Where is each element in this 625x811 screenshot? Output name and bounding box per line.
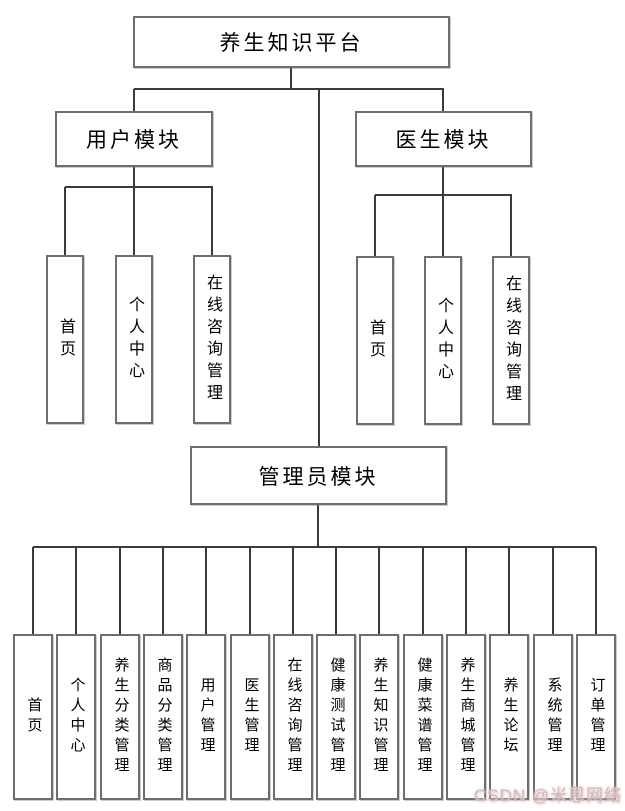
node-admin-user-mgmt: 用户管理 (186, 634, 226, 800)
connector-line (317, 505, 319, 547)
connector-line (292, 547, 294, 634)
connector-line (510, 195, 512, 256)
node-admin-system-mgmt: 系统管理 (533, 634, 573, 800)
node-admin-online-consult-mgmt: 在线咨询管理 (273, 634, 313, 800)
node-user-home: 首页 (46, 255, 84, 424)
connector-line (65, 186, 213, 188)
connector-line (335, 547, 337, 634)
connector-line (442, 195, 444, 256)
node-admin-product-category-mgmt: 商品分类管理 (143, 634, 183, 800)
connector-line (552, 547, 554, 634)
node-admin-forum: 养生论坛 (489, 634, 529, 800)
connector-line (162, 547, 164, 634)
node-doctor-module: 医生模块 (355, 111, 532, 167)
connector-line (133, 167, 135, 187)
connector-line (205, 547, 207, 634)
connector-line (422, 547, 424, 634)
connector-line (318, 89, 320, 446)
connector-line (32, 547, 34, 634)
node-user-module: 用户模块 (55, 111, 213, 167)
connector-line (64, 187, 66, 255)
node-user-personal-center: 个人中心 (115, 255, 153, 424)
connector-line (508, 547, 510, 634)
node-admin-health-category-mgmt: 养生分类管理 (100, 634, 140, 800)
node-doctor-home: 首页 (356, 256, 394, 425)
node-user-online-consult: 在线咨询管理 (193, 255, 231, 424)
csdn-watermark: CSDN @米恩网络 (473, 786, 622, 805)
node-admin-health-knowledge-mgmt: 养生知识管理 (359, 634, 399, 800)
node-platform-root: 养生知识平台 (133, 16, 450, 68)
node-admin-recipe-mgmt: 健康菜谱管理 (403, 634, 443, 800)
node-admin-module: 管理员模块 (190, 446, 447, 505)
connector-line (465, 547, 467, 634)
connector-line (119, 547, 121, 634)
connector-line (133, 187, 135, 255)
connector-line (378, 547, 380, 634)
node-doctor-online-consult: 在线咨询管理 (492, 256, 530, 425)
connector-line (134, 88, 444, 90)
connector-line (442, 167, 444, 195)
node-admin-mall-mgmt: 养生商城管理 (446, 634, 486, 800)
connector-line (211, 187, 213, 255)
connector-line (375, 194, 512, 196)
connector-line (249, 547, 251, 634)
connector-line (33, 546, 596, 548)
node-doctor-personal-center: 个人中心 (424, 256, 462, 425)
node-admin-order-mgmt: 订单管理 (576, 634, 616, 800)
node-admin-doctor-mgmt: 医生管理 (230, 634, 270, 800)
node-admin-personal-center: 个人中心 (56, 634, 96, 800)
connector-line (374, 195, 376, 256)
node-admin-health-test-mgmt: 健康测试管理 (316, 634, 356, 800)
connector-line (133, 89, 135, 111)
connector-line (75, 547, 77, 634)
node-admin-home: 首页 (13, 634, 53, 800)
connector-line (442, 89, 444, 111)
connector-line (290, 68, 292, 89)
connector-line (595, 547, 597, 634)
